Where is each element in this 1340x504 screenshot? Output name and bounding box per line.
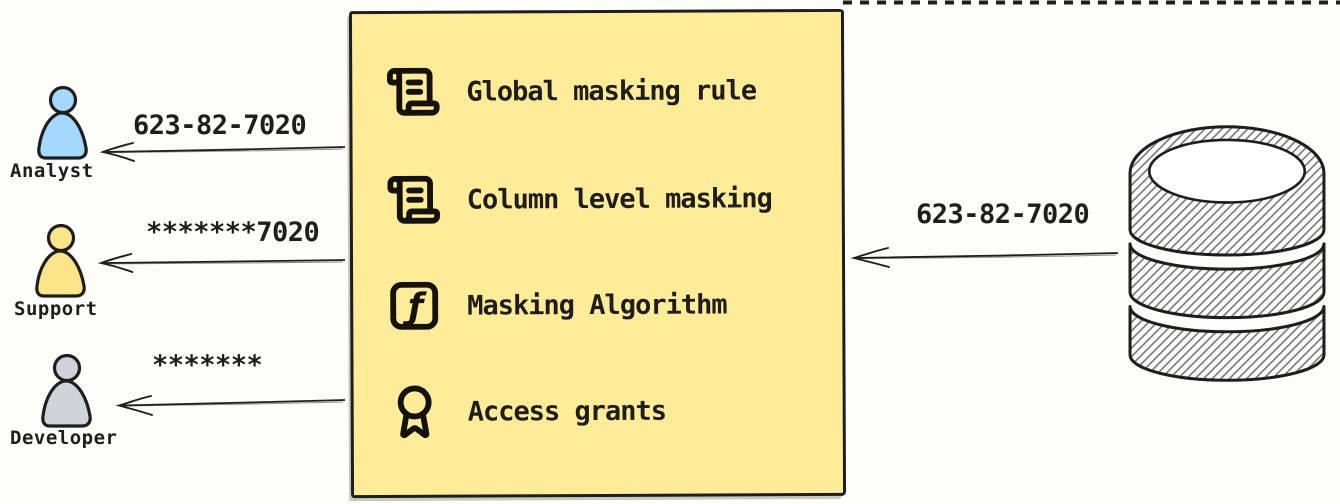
arrow-to-support (97, 253, 345, 273)
scroll-text-icon (387, 175, 441, 224)
support-label: Support (14, 298, 98, 320)
person-icon (35, 224, 86, 298)
box-item-column-level-masking: Column level masking (386, 168, 772, 230)
person-icon (37, 86, 88, 160)
scroll-text-icon (386, 67, 440, 116)
person-icon (41, 354, 92, 428)
box-item-label: Masking Algorithm (467, 288, 727, 322)
analyst-label: Analyst (10, 160, 94, 182)
arrow-to-developer (115, 395, 346, 416)
developer-label: Developer (10, 427, 118, 449)
developer-value: ******* (152, 350, 263, 381)
arrow-to-analyst (99, 142, 346, 162)
box-item-global-masking-rule: Global masking rule (385, 60, 756, 122)
award-icon (397, 385, 432, 439)
box-item-masking-algorithm: ƒ Masking Algorithm (386, 274, 727, 335)
analyst-value: 623-82-7020 (133, 110, 307, 141)
dashed-border-line (843, 0, 1340, 5)
box-item-label: Global masking rule (466, 74, 757, 108)
arrow-db-to-box (850, 247, 1119, 268)
masking-box: Global masking rule Column level masking… (348, 8, 847, 499)
support-value: *******7020 (146, 217, 320, 248)
box-item-label: Column level masking (466, 182, 772, 216)
database-icon (1128, 125, 1326, 382)
box-item-access-grants: Access grants (387, 381, 667, 442)
function-icon: ƒ (390, 281, 439, 330)
svg-text:ƒ: ƒ (402, 287, 427, 327)
database-value: 623-82-7020 (916, 199, 1090, 230)
box-item-label: Access grants (467, 395, 667, 428)
